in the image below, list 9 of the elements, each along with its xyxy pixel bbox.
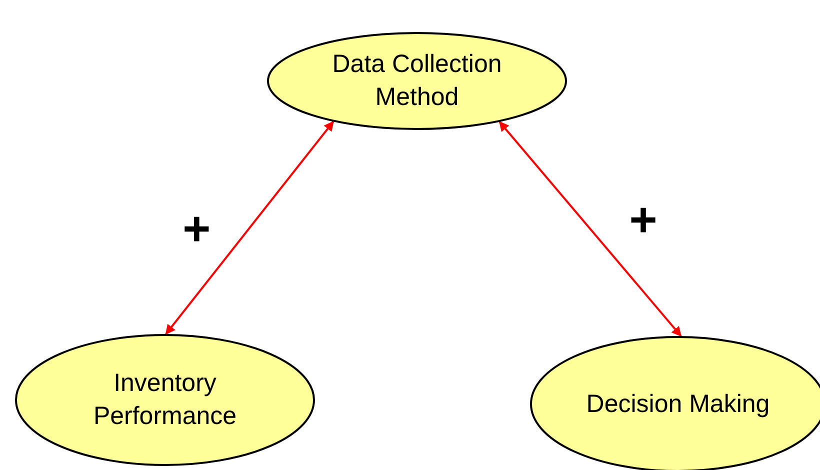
node-label: Decision Making bbox=[585, 388, 771, 420]
ellipse-node bbox=[267, 32, 567, 130]
node-label: Data Collection Method bbox=[331, 49, 503, 113]
node-label: Inventory Performance bbox=[92, 368, 238, 432]
double-arrow bbox=[165, 120, 334, 335]
plus-sign-label: + bbox=[629, 200, 658, 241]
ellipse-node bbox=[15, 334, 315, 466]
plus-sign-label: + bbox=[182, 210, 211, 250]
double-arrow bbox=[498, 121, 682, 337]
